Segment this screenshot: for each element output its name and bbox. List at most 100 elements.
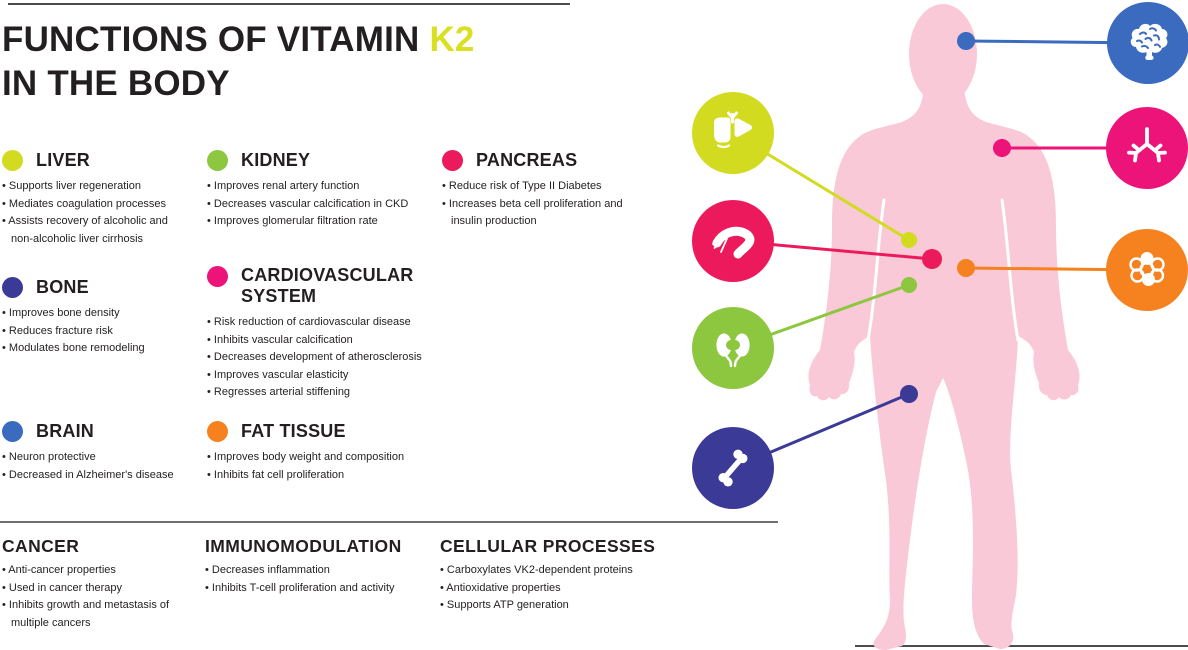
bullet-item: • Inhibits fat cell proliferation <box>207 468 345 481</box>
kidney-marker-dot <box>901 277 917 293</box>
section-label: CARDIOVASCULAR SYSTEM <box>241 265 414 306</box>
bullet-item: • Neuron protective <box>2 451 96 463</box>
bullet-item: • Assists recovery of alcoholic and non-… <box>2 215 168 245</box>
section-brain: BRAIN • Neuron protective • Decreased in … <box>2 421 197 484</box>
bone-bullet-dot <box>2 277 23 298</box>
bullet-item: • Inhibits T-cell proliferation and acti… <box>205 581 395 594</box>
section-label: BRAIN <box>36 421 94 441</box>
middle-rule <box>0 521 778 523</box>
brain-icon-circle <box>1107 2 1188 84</box>
bullet-item: • Reduce risk of Type II Diabetes <box>442 180 602 192</box>
liver-marker-dot <box>901 232 917 248</box>
bullet-item: • Decreased in Alzheimer's disease <box>2 468 174 481</box>
section-label: LIVER <box>36 150 91 170</box>
body-figure-canvas <box>732 4 1149 650</box>
section-kidney: KIDNEY • Improves renal artery function•… <box>207 150 439 231</box>
body-silhouette <box>808 4 1080 650</box>
page-title: FUNCTIONS OF VITAMIN K2 IN THE BODY <box>2 18 475 106</box>
lungs-icon-circle <box>1106 107 1188 189</box>
section-header: FAT TISSUE <box>207 421 427 442</box>
bullet-item: • Improves glomerular filtration rate <box>207 215 378 227</box>
bullet-item: • Used in cancer therapy <box>2 581 123 594</box>
fat-cells-icon-circle <box>1106 229 1188 311</box>
bullet-item: • Risk reduction of cardiovascular disea… <box>207 316 411 328</box>
marker-dots <box>900 32 1011 403</box>
bottom-rule <box>855 645 1188 647</box>
brain-bullet-dot <box>2 421 23 442</box>
bullet-item: • Increases beta cell proliferation and … <box>442 197 623 228</box>
bullet-item: • Anti-cancer properties <box>2 564 116 576</box>
liver-icon <box>714 111 753 149</box>
section-items: • Improves renal artery function • Decrea… <box>207 178 439 231</box>
fat-cells-icon <box>1129 252 1165 286</box>
section-items: • Decreases inflammation • Inhibits T-cel… <box>205 562 440 597</box>
section-items: • Supports liver regeneration • Mediates … <box>2 178 192 248</box>
title-prefix: FUNCTIONS OF VITAMIN <box>2 20 420 59</box>
brain-marker-dot <box>957 32 975 50</box>
section-header: CARDIOVASCULAR SYSTEM <box>207 265 445 307</box>
bullet-item: • Carboxylates VK2-dependent proteins <box>440 564 633 576</box>
bullet-item: • Mediates coagulation processes <box>2 197 167 210</box>
section-fat-tissue: FAT TISSUE • Improves body weight and co… <box>207 421 427 484</box>
section-items: • Neuron protective • Decreased in Alzhei… <box>2 449 197 484</box>
section-bone: BONE • Improves bone density • Reduces fr… <box>2 277 192 358</box>
bone-marker-dot <box>900 385 918 403</box>
fat-marker-dot <box>957 259 975 277</box>
section-label: KIDNEY <box>241 150 311 170</box>
section-immunomodulation: IMMUNOMODULATION • Decreases inflammatio… <box>205 536 440 597</box>
bullet-item: • Improves renal artery function <box>207 180 360 192</box>
bullet-item: • Inhibits vascular calcification <box>207 333 353 346</box>
bullet-item: • Antioxidative properties <box>440 581 561 594</box>
section-header: BONE <box>2 277 192 298</box>
section-items: • Risk reduction of cardiovascular disea… <box>207 314 445 402</box>
lungs-icon <box>1127 127 1167 163</box>
bullet-item: • Improves vascular elasticity <box>207 368 349 381</box>
top-rule <box>8 3 570 5</box>
section-label: PANCREAS <box>476 150 578 170</box>
section-items: • Anti-cancer properties • Used in cancer… <box>2 562 178 632</box>
section-liver: LIVER • Supports liver regeneration • Med… <box>2 150 192 248</box>
section-label: CANCER <box>2 536 80 556</box>
section-cancer: CANCER • Anti-cancer properties • Used in… <box>2 536 178 632</box>
bullet-item: • Inhibits growth and metastasis of mult… <box>2 599 170 629</box>
bullet-item: • Supports liver regeneration <box>2 180 141 192</box>
section-header: LIVER <box>2 150 192 171</box>
title-line2: IN THE BODY <box>2 64 230 103</box>
title-line1: FUNCTIONS OF VITAMIN K2 <box>2 18 475 62</box>
section-items: • Reduce risk of Type II Diabetes • Incre… <box>442 178 632 231</box>
kidneys-icon <box>716 333 750 368</box>
pancreas-bullet-dot <box>442 150 463 171</box>
lungs-marker-dot <box>993 139 1011 157</box>
section-label: FAT TISSUE <box>241 421 346 441</box>
section-label: IMMUNOMODULATION <box>205 536 402 556</box>
liver-icon-circle <box>692 92 774 174</box>
section-header: PANCREAS <box>442 150 632 171</box>
body-highlight-lines <box>866 198 1020 342</box>
section-pancreas: PANCREAS • Reduce risk of Type II Diabet… <box>442 150 632 231</box>
bullet-item: • Decreases development of atheroscleros… <box>207 351 422 363</box>
bullet-item: • Decreases inflammation <box>205 564 330 576</box>
bullet-item: • Improves bone density <box>2 307 120 319</box>
section-items: • Improves body weight and composition • … <box>207 449 427 484</box>
bullet-item: • Supports ATP generation <box>440 599 569 611</box>
pancreas-icon <box>712 226 755 259</box>
liver-bullet-dot <box>2 150 23 171</box>
pancreas-icon-circle <box>692 200 774 282</box>
body-figure <box>680 0 1188 650</box>
bone-icon <box>718 449 748 487</box>
kidney-bullet-dot <box>207 150 228 171</box>
bullet-item: • Improves body weight and composition <box>207 451 405 463</box>
section-label: CELLULAR PROCESSES <box>440 536 656 556</box>
section-label: BONE <box>36 277 89 297</box>
section-header: KIDNEY <box>207 150 439 171</box>
bullet-item: • Reduces fracture risk <box>2 324 113 337</box>
bullet-item: • Decreases vascular calcification in CK… <box>207 197 409 210</box>
bullet-item: • Modulates bone remodeling <box>2 342 145 354</box>
section-cellular-processes: CELLULAR PROCESSES • Carboxylates VK2-de… <box>440 536 670 615</box>
section-items: • Improves bone density • Reduces fractur… <box>2 305 192 358</box>
section-header: BRAIN <box>2 421 197 442</box>
section-items: • Carboxylates VK2-dependent proteins • A… <box>440 562 670 615</box>
bone-icon-circle <box>692 427 774 509</box>
kidneys-icon-circle <box>692 307 774 389</box>
section-cardiovascular: CARDIOVASCULAR SYSTEM • Risk reduction o… <box>207 265 445 402</box>
